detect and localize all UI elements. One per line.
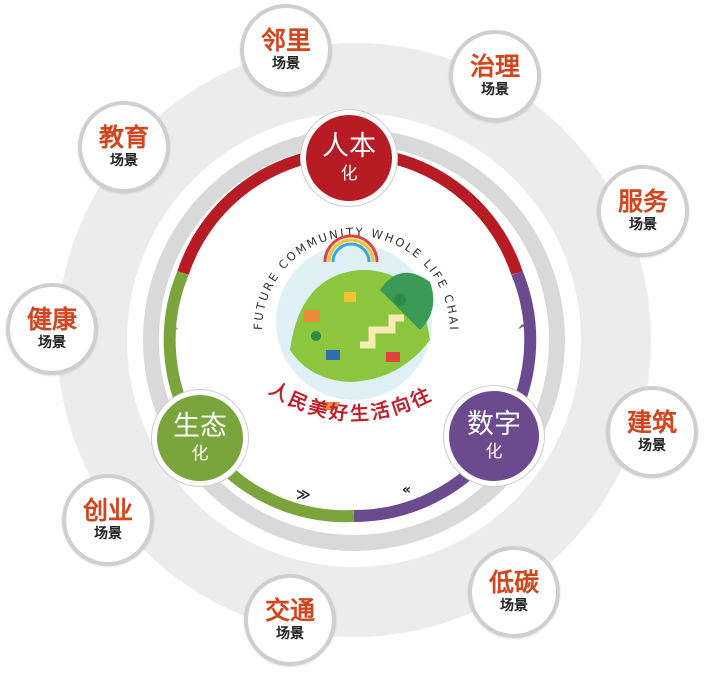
node-shengtai: 生态 化 <box>152 390 248 486</box>
scene-title: 教育 <box>98 123 149 152</box>
scene-sub: 场景 <box>110 153 138 169</box>
scene-title: 创业 <box>82 496 133 525</box>
community-illustration <box>276 234 434 410</box>
scene-sub: 场景 <box>276 626 304 642</box>
node-title: 人本 <box>322 131 376 162</box>
chevron-icon: ≫ <box>228 206 243 222</box>
scene-title: 低碳 <box>488 568 539 597</box>
scene-title: 交通 <box>264 596 315 625</box>
node-sub: 化 <box>340 164 358 184</box>
scene-sub: 场景 <box>94 526 122 542</box>
scene-linli: 邻里 场景 <box>240 4 332 96</box>
chevron-icon: ^ <box>517 323 529 339</box>
scene-sub: 场景 <box>272 56 300 72</box>
node-title: 生态 <box>173 411 227 442</box>
scene-fuwu: 服务 场景 <box>597 165 689 257</box>
chevron-icon: « <box>452 206 461 222</box>
scene-title: 建筑 <box>626 408 677 437</box>
chevron-icon: ≫ <box>296 487 311 503</box>
node-sub: 化 <box>191 444 209 464</box>
scene-sub: 场景 <box>638 438 666 454</box>
scene-sub: 场景 <box>629 217 657 233</box>
scene-sub: 场景 <box>38 335 66 351</box>
scene-title: 邻里 <box>260 26 311 55</box>
scene-jiaoyu: 教育 场景 <box>78 101 170 193</box>
chevron-icon: « <box>402 482 411 498</box>
scene-sub: 场景 <box>500 598 528 614</box>
node-shuzi: 数字 化 <box>444 386 544 486</box>
scene-sub: 场景 <box>481 82 509 98</box>
scene-zhili: 治理 场景 <box>449 30 541 122</box>
scene-title: 健康 <box>26 305 77 334</box>
scene-jiankang: 健康 场景 <box>6 283 98 375</box>
scene-chuangye: 创业 场景 <box>62 474 154 566</box>
node-title: 数字 <box>467 409 521 440</box>
node-sub: 化 <box>485 442 503 462</box>
scene-jianzhu: 建筑 场景 <box>606 386 698 478</box>
scene-ditan: 低碳 场景 <box>468 546 560 638</box>
scene-jiaotong: 交通 场景 <box>244 574 336 666</box>
chevron-icon: ^ <box>168 324 180 340</box>
scene-title: 治理 <box>469 52 520 81</box>
node-renben: 人本 化 <box>301 110 397 206</box>
scene-title: 服务 <box>617 187 668 216</box>
